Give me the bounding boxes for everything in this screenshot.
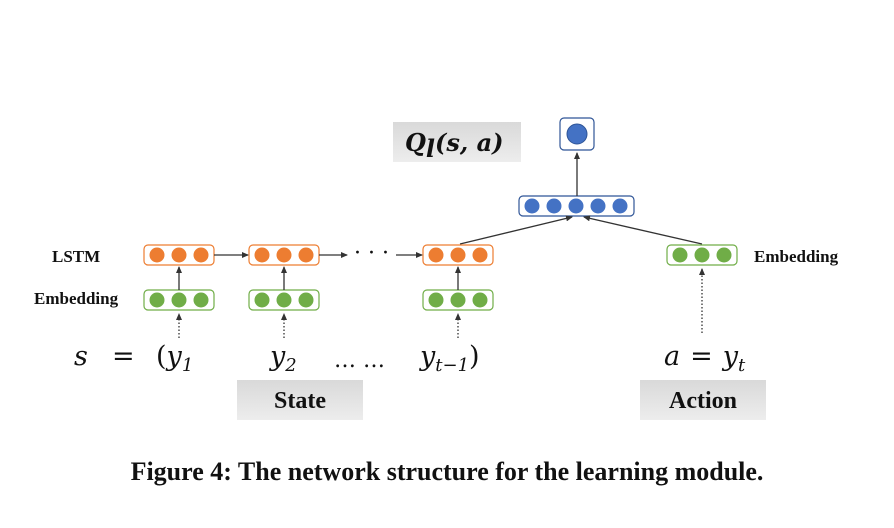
lstm-node — [450, 247, 466, 263]
state-label-box: State — [237, 380, 363, 420]
hidden-node — [546, 198, 562, 214]
embedding-node — [428, 292, 444, 308]
lstm-ellipsis: · · · — [354, 241, 389, 266]
eq-a: a — [664, 341, 680, 372]
svg-text:yt−1): yt−1) — [419, 341, 480, 376]
eq-s: s — [74, 341, 88, 372]
embedding-node — [716, 247, 732, 263]
embedding-node — [149, 292, 165, 308]
hidden-node — [568, 198, 584, 214]
embedding-node — [298, 292, 314, 308]
eq-open-paren: ( — [156, 341, 167, 372]
svg-text:Ql(s, a): Ql(s, a) — [405, 128, 504, 163]
q-subscript: l — [426, 134, 435, 163]
output-vector — [559, 117, 595, 151]
arrow-action-to-hidden — [583, 215, 703, 245]
lstm-node — [254, 247, 270, 263]
embedding-vector-action — [666, 244, 738, 266]
embedding-node — [193, 292, 209, 308]
q-symbol: Q — [405, 128, 426, 157]
figure-caption: Figure 4: The network structure for the … — [131, 457, 764, 486]
eq-y1-sub: 1 — [182, 355, 193, 376]
arrow-lstm-to-hidden — [459, 215, 573, 245]
hidden-node — [590, 198, 606, 214]
eq-ellipsis: … … — [334, 348, 385, 373]
embedding-vector-3 — [422, 289, 494, 311]
action-label-box: Action — [640, 380, 766, 420]
embedding-vector-2 — [248, 289, 320, 311]
state-equation: s = (y1 y2 … … yt−1) — [74, 341, 480, 376]
svg-text:y2: y2 — [269, 341, 297, 376]
eq-equals: = — [112, 341, 135, 372]
lstm-node — [428, 247, 444, 263]
embedding-node — [450, 292, 466, 308]
eq-close-paren: ) — [469, 341, 480, 372]
embedding-node — [171, 292, 187, 308]
lstm-vector-3 — [422, 244, 494, 266]
embedding-label-right: Embedding — [754, 247, 839, 266]
hidden-node — [524, 198, 540, 214]
q-value-label: Ql(s, a) — [393, 122, 521, 163]
eq-y1: y — [166, 341, 183, 372]
state-label: State — [274, 388, 326, 414]
embedding-node — [472, 292, 488, 308]
svg-text:a=yt: a = yt — [664, 341, 746, 376]
lstm-vector-2 — [248, 244, 320, 266]
eq-y2-sub: 2 — [284, 355, 296, 376]
hidden-node — [612, 198, 628, 214]
lstm-node — [276, 247, 292, 263]
embedding-vector-1 — [143, 289, 215, 311]
hidden-vector — [518, 195, 635, 217]
output-node — [566, 123, 588, 145]
svg-text:(y1: (y1 — [156, 341, 193, 376]
lstm-node — [149, 247, 165, 263]
eq-yt: y — [722, 341, 739, 372]
embedding-node — [672, 247, 688, 263]
action-label: Action — [669, 388, 737, 414]
lstm-node — [171, 247, 187, 263]
lstm-label: LSTM — [52, 247, 100, 266]
embedding-label-left: Embedding — [34, 289, 119, 308]
eq-yt1-sub: t−1 — [435, 355, 469, 376]
eq-yt1: y — [419, 341, 436, 372]
eq-a-equals: = — [690, 341, 713, 372]
embedding-node — [694, 247, 710, 263]
eq-yt-sub: t — [738, 355, 746, 376]
eq-y2: y — [269, 341, 286, 372]
embedding-node — [254, 292, 270, 308]
q-arguments: (s, a) — [435, 128, 503, 157]
lstm-node — [472, 247, 488, 263]
lstm-node — [298, 247, 314, 263]
lstm-vector-1 — [143, 244, 215, 266]
embedding-node — [276, 292, 292, 308]
lstm-node — [193, 247, 209, 263]
action-equation: a = yt — [664, 341, 746, 376]
